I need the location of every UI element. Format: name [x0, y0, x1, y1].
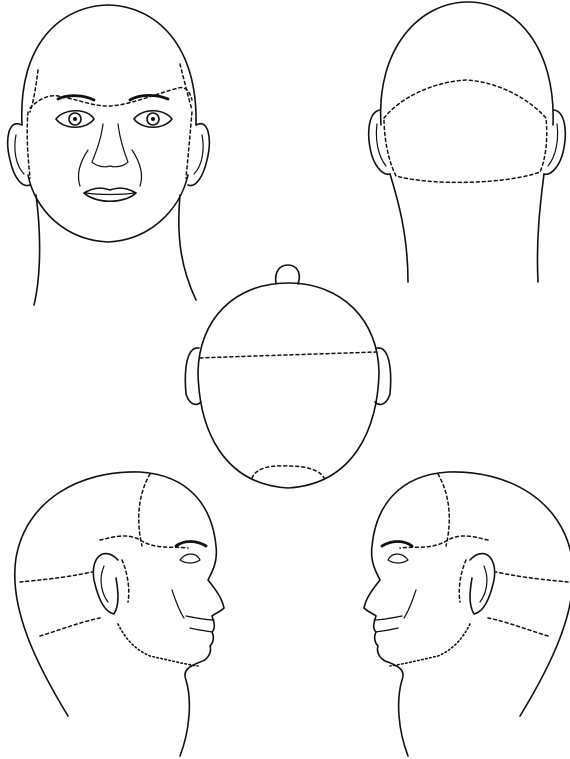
right-profile-mouth: [374, 616, 402, 620]
left-profile-occipital-line: [40, 618, 100, 636]
right-profile-cheek-line: [404, 590, 416, 618]
left-profile-brow: [176, 542, 206, 547]
front-left-cheek: [27, 112, 30, 178]
back-right-ear-inner: [548, 124, 558, 166]
left-profile-ear: [93, 554, 118, 614]
right-profile-beard-line: [390, 624, 470, 666]
back-left-ear-inner: [376, 124, 386, 166]
right-profile-sideburn: [459, 560, 466, 602]
left-profile-temporal-line: [20, 572, 92, 582]
top-coronal-line: [200, 352, 376, 358]
top-crown-region: [252, 466, 324, 478]
front-left-pupil: [73, 117, 77, 121]
left-profile-head-outline: [15, 472, 224, 756]
left-profile-eye: [180, 554, 200, 563]
right-profile-brow: [382, 542, 412, 547]
left-profile-mouth: [186, 616, 214, 620]
front-neck-left: [34, 195, 40, 305]
right-profile-head-outline: [364, 472, 570, 756]
right-profile-ear: [470, 554, 495, 614]
back-neck-left: [390, 174, 408, 282]
right-profile-frontal-line: [438, 474, 449, 546]
front-right-nasolabial: [132, 150, 142, 186]
left-profile-lip: [190, 628, 212, 632]
top-nose-tip: [276, 265, 300, 284]
back-head-outline: [381, 2, 554, 125]
front-head-outline: [22, 5, 196, 125]
left-profile-beard-line: [118, 624, 198, 666]
front-left-temple: [30, 70, 38, 112]
left-profile-ear-inner: [101, 566, 108, 602]
left-profile-cheek-line: [172, 590, 184, 618]
back-occipital-region: [384, 80, 547, 182]
front-view: [8, 5, 210, 305]
right-profile-occipital-line: [488, 618, 548, 636]
right-profile-eye: [388, 554, 408, 563]
right-profile-ear-inner: [480, 566, 487, 602]
left-profile-frontal-line: [139, 474, 150, 546]
left-profile-view: [15, 472, 224, 756]
front-nose: [92, 124, 128, 167]
left-profile-sideburn: [122, 560, 129, 602]
right-profile-lip: [376, 628, 398, 632]
front-right-ear: [188, 124, 209, 186]
front-right-cheek: [186, 112, 192, 178]
back-view: [369, 2, 566, 282]
front-lip-line: [86, 193, 134, 195]
top-view: [185, 265, 390, 488]
front-right-ear-inner: [194, 135, 203, 174]
top-head-outline: [198, 283, 379, 488]
back-neck-right: [537, 174, 544, 282]
back-left-ear: [369, 110, 390, 174]
front-right-brow: [130, 95, 168, 100]
front-jaw-outline: [28, 175, 188, 242]
back-right-ear: [544, 110, 565, 174]
front-neck-right: [179, 195, 196, 300]
front-left-ear-inner: [15, 135, 24, 174]
right-profile-temporal-line: [496, 572, 568, 582]
right-profile-view: [364, 472, 570, 756]
front-right-pupil: [151, 117, 155, 121]
front-left-nasolabial: [78, 150, 88, 186]
